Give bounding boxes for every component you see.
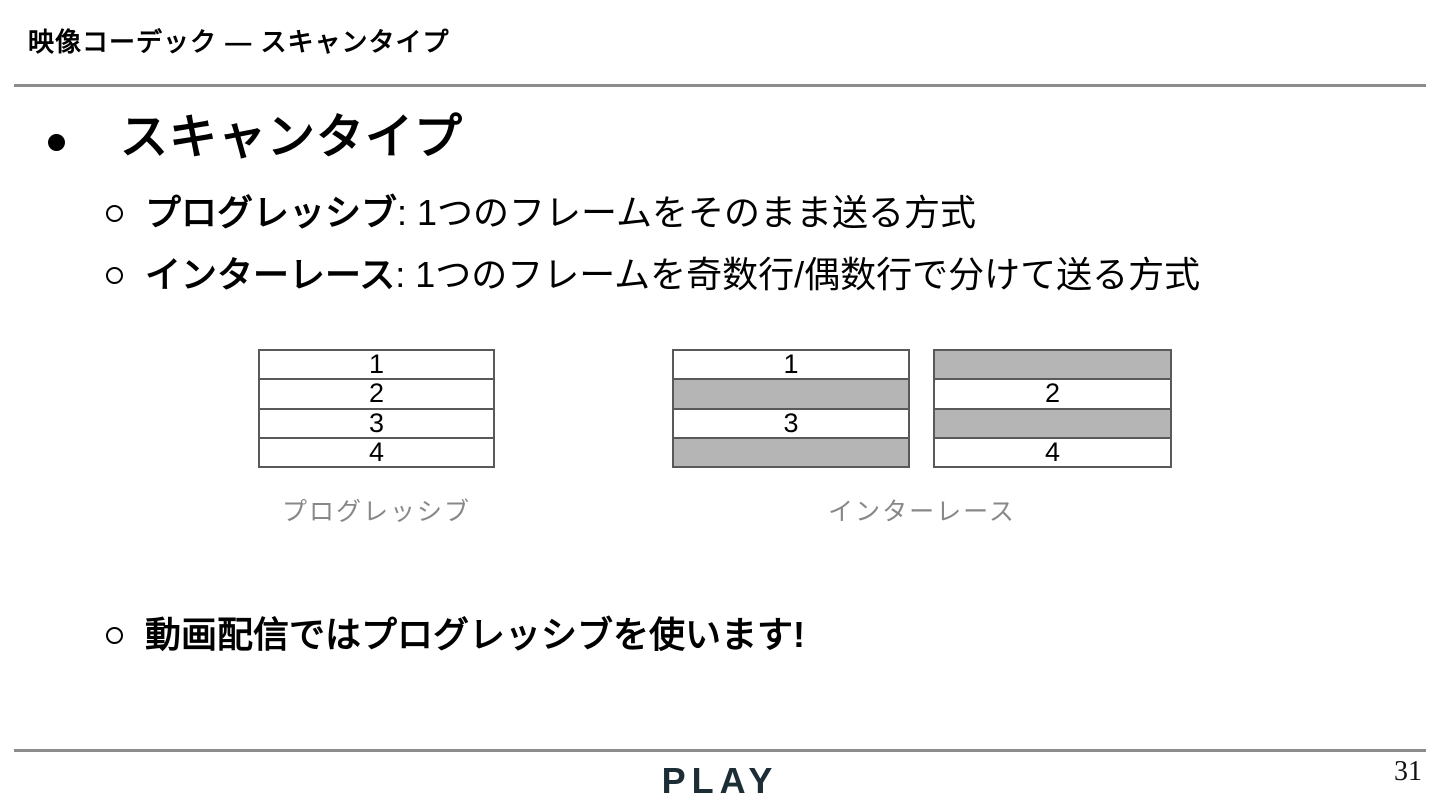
progressive-caption: プログレッシブ	[281, 498, 471, 526]
frame-line: 3	[674, 407, 908, 437]
open-bullet-icon	[106, 205, 123, 222]
frame-line: 2	[260, 378, 493, 408]
sub-bullet-interlace-definition: : 1つのフレームを奇数行/偶数行で分けて送る方式	[395, 254, 1201, 295]
frame-line	[935, 351, 1170, 379]
interlace-caption: インターレース	[828, 498, 1016, 526]
open-bullet-icon	[106, 627, 123, 644]
sub-bullet-progressive-text: プログレッシブ: 1つのフレームをそのまま送る方式	[145, 190, 976, 236]
interlace-even-field-diagram: 2 4	[933, 349, 1172, 468]
sub-bullet-progressive: プログレッシブ: 1つのフレームをそのまま送る方式	[106, 190, 976, 236]
frame-line	[674, 436, 908, 466]
open-bullet-icon	[106, 267, 123, 284]
main-bullet-row: スキャンタイプ	[48, 112, 463, 164]
sub-bullet-interlace-term: インターレース	[145, 254, 396, 295]
frame-line: 3	[260, 407, 493, 437]
slide-header-title: 映像コーデック ― スキャンタイプ	[28, 27, 450, 57]
footer-divider	[14, 749, 1426, 752]
frame-line	[935, 407, 1170, 437]
frame-line: 4	[260, 436, 493, 466]
main-bullet-text: スキャンタイプ	[120, 111, 464, 164]
sub-bullet-progressive-definition: : 1つのフレームをそのまま送る方式	[397, 192, 976, 233]
note-bullet-row: 動画配信ではプログレッシブを使います!	[106, 612, 805, 658]
play-logo: PLAY	[661, 760, 779, 801]
frame-line: 4	[935, 436, 1170, 466]
frame-line: 2	[935, 378, 1170, 408]
filled-bullet-icon	[48, 134, 65, 151]
header-divider	[14, 84, 1426, 87]
note-bullet-text: 動画配信ではプログレッシブを使います!	[145, 614, 805, 655]
sub-bullet-progressive-term: プログレッシブ	[145, 192, 398, 233]
progressive-frame-diagram: 1 2 3 4	[258, 349, 495, 468]
frame-line: 1	[674, 351, 908, 379]
frame-line	[674, 378, 908, 408]
interlace-odd-field-diagram: 1 3	[672, 349, 910, 468]
sub-bullet-interlace-text: インターレース: 1つのフレームを奇数行/偶数行で分けて送る方式	[145, 252, 1200, 298]
frame-line: 1	[260, 351, 493, 379]
sub-bullet-interlace: インターレース: 1つのフレームを奇数行/偶数行で分けて送る方式	[106, 252, 1200, 298]
page-number: 31	[1394, 756, 1422, 787]
